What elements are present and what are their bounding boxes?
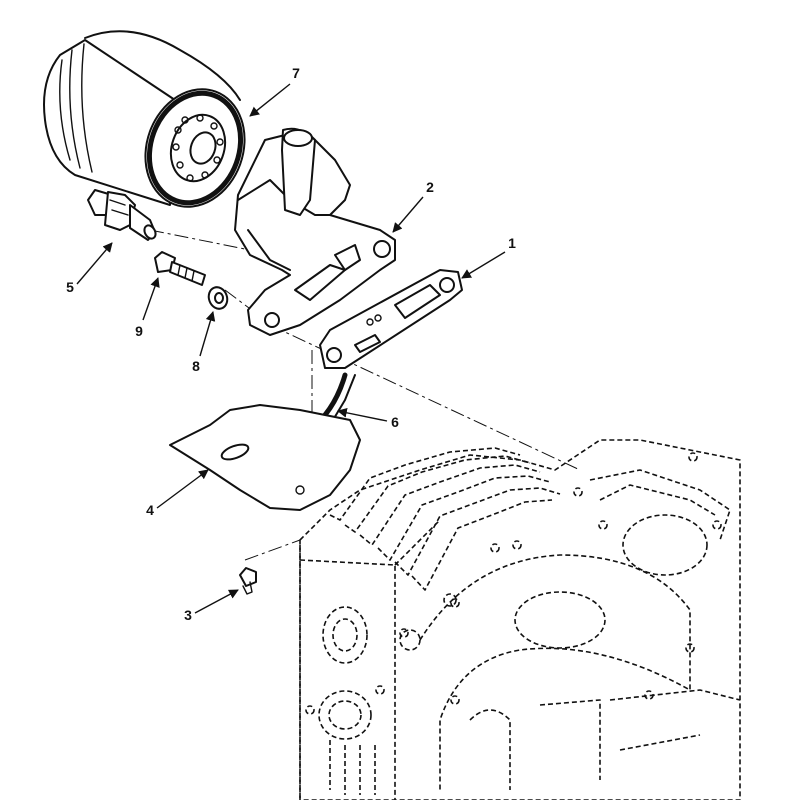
callout-6-label: 6 [391, 414, 399, 430]
callout-1: 1 [461, 235, 516, 279]
engine-block-phantom [299, 439, 741, 800]
callout-8: 8 [192, 311, 216, 374]
callout-2: 2 [392, 179, 434, 233]
mounting-bolt [154, 251, 206, 286]
callout-3-label: 3 [184, 607, 192, 623]
adapter-gasket [319, 269, 463, 369]
callout-6: 6 [337, 407, 399, 430]
baffle-plate [169, 404, 361, 511]
oil-filter [43, 30, 246, 208]
callout-5-label: 5 [66, 279, 74, 295]
callout-3: 3 [184, 589, 239, 623]
callout-9-label: 9 [135, 323, 143, 339]
callout-8-label: 8 [192, 358, 200, 374]
callout-2-label: 2 [426, 179, 434, 195]
washer [207, 286, 229, 310]
callout-5: 5 [66, 242, 113, 295]
callout-4: 4 [146, 469, 209, 518]
callout-9: 9 [135, 277, 160, 339]
oil-pressure-switch [87, 189, 157, 241]
callout-7-label: 7 [292, 65, 300, 81]
oil-filter-adapter [234, 127, 396, 336]
callout-4-label: 4 [146, 502, 154, 518]
callout-7: 7 [249, 65, 300, 117]
callout-1-label: 1 [508, 235, 516, 251]
screw [239, 567, 257, 595]
